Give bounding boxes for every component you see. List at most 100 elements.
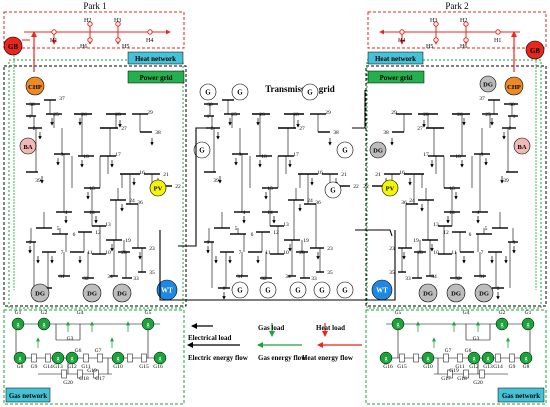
bus-number-label: 27 (121, 126, 127, 132)
gas-node (495, 353, 501, 363)
transmission-generator-unit (324, 181, 342, 199)
bus-number-label: 25 (53, 112, 59, 118)
gas-source (141, 317, 155, 331)
heat-node (87, 21, 93, 27)
gas-source-label: g (385, 356, 388, 362)
gas-node-label: G4 (77, 310, 84, 316)
heat-node-label: H6 (80, 44, 87, 50)
gas-node-label: G10 (113, 364, 123, 370)
transmission-generator-unit (336, 141, 354, 159)
park2-ba-label: BA (517, 144, 526, 151)
park2-gb-unit (525, 40, 545, 60)
park2-dg-unit (418, 283, 438, 303)
bus-number-label: 33 (405, 276, 411, 282)
park2-power-grid-label: Power grid (379, 74, 412, 82)
legend-heat-load: Heat load (316, 324, 345, 332)
gas-node-label: G7 (95, 348, 102, 354)
transmission-title: Transmission grid (265, 84, 335, 94)
heat-node (87, 37, 93, 43)
gas-source-label: g (487, 356, 490, 362)
gas-source (467, 351, 481, 365)
park1-heat-label-box (127, 51, 184, 65)
gas-source (65, 351, 79, 365)
park2-wt-label: WT (376, 287, 388, 295)
gas-node-label: G18 (79, 376, 89, 382)
park2-heat-network-label: Heat network (375, 55, 416, 63)
park1-gas-label-box (5, 387, 51, 403)
bus-number-label: 12 (273, 230, 279, 236)
park1-dg-label: DG (87, 291, 97, 298)
bus-number-label: 21 (341, 172, 347, 178)
gas-source-label: g (147, 322, 150, 328)
heat-node-label: H1 (494, 38, 501, 44)
bus-number-label: 3 (239, 152, 242, 158)
bus-number-label: 4 (477, 210, 480, 216)
park1-heat-network-label: Heat network (135, 55, 176, 63)
bus-number-label: 1 (207, 114, 210, 120)
bus-number-label: 17 (115, 152, 121, 158)
park1-pv-label: PV (154, 186, 163, 193)
gas-source (391, 317, 405, 331)
park2-gas-region (365, 309, 547, 405)
bus-number-label: 2 (509, 126, 512, 132)
bus-number-label: 29 (391, 110, 397, 116)
gas-source-label: g (525, 356, 528, 362)
transmission-generator-label: G (330, 187, 336, 195)
bus-number-label: 36 (401, 200, 407, 206)
bus-number-label: 13 (283, 222, 289, 228)
bus-number-label: 5 (485, 226, 488, 232)
gas-node-label: G8 (523, 364, 530, 370)
bus-number-label: 8 (497, 286, 500, 292)
bus-number-label: 30 (29, 102, 35, 108)
gas-node (93, 369, 99, 379)
bus-number-label: 22 (353, 184, 359, 190)
gas-source (111, 351, 125, 365)
gas-node-label: G15 (139, 364, 149, 370)
gas-source-label: g (43, 322, 46, 328)
bus-number-label: 7 (481, 250, 484, 256)
bus-number-label: 7 (61, 250, 64, 256)
gas-node-label: G2 (41, 310, 48, 316)
bus-number-label: 23 (327, 246, 333, 252)
bus-number-label: 19 (125, 238, 131, 244)
gas-source-label: g (57, 356, 60, 362)
park2-power-region (365, 65, 547, 307)
park2-chp-unit (504, 76, 524, 96)
gas-node-label: G18 (457, 376, 467, 382)
tie-lines (159, 90, 396, 301)
bus-number-label: 26 (81, 112, 87, 118)
gas-node-label: G14 (493, 364, 503, 370)
bus-number-label: 14 (89, 210, 95, 216)
bus-number-label: 5 (235, 226, 238, 232)
bus-number-label: 23 (389, 246, 395, 252)
park2-gb-label: GB (530, 47, 540, 55)
park1-heat-network: H1 H2 H3 H4 H5 H6 (24, 18, 171, 50)
gas-node-label: G11 (455, 364, 465, 370)
transmission-generator-unit (301, 83, 319, 101)
transmission-generator-unit (289, 281, 307, 299)
gas-source (153, 351, 167, 365)
gas-node-label: G20 (473, 380, 483, 386)
gas-source (519, 351, 533, 365)
heat-node-label: H2 (460, 18, 467, 24)
gas-node-label: G13 (483, 364, 493, 370)
park2-heat-network: H4 H3 H2 H1 H5 H6 (379, 18, 520, 50)
bus-number-label: 15 (89, 186, 95, 192)
gas-source-label: g (19, 356, 22, 362)
bus-number-label: 9 (29, 240, 32, 246)
gas-node-label: G1 (525, 310, 532, 316)
gas-source (37, 317, 51, 331)
gas-node (97, 353, 103, 363)
gas-source-label: g (427, 356, 430, 362)
grid-tx-bus-network: 3730252628293812273181716212239152436414… (204, 96, 359, 300)
gas-source-label: g (397, 322, 400, 328)
park2-chp-label: CHP (507, 84, 521, 91)
bus-number-label: 24 (409, 198, 415, 204)
bus-number-label: 6 (73, 232, 76, 238)
bus-number-label: 33 (311, 276, 317, 282)
heat-node (433, 37, 439, 43)
bus-number-label: 12 (95, 230, 101, 236)
bus-number-label: 33 (133, 276, 139, 282)
